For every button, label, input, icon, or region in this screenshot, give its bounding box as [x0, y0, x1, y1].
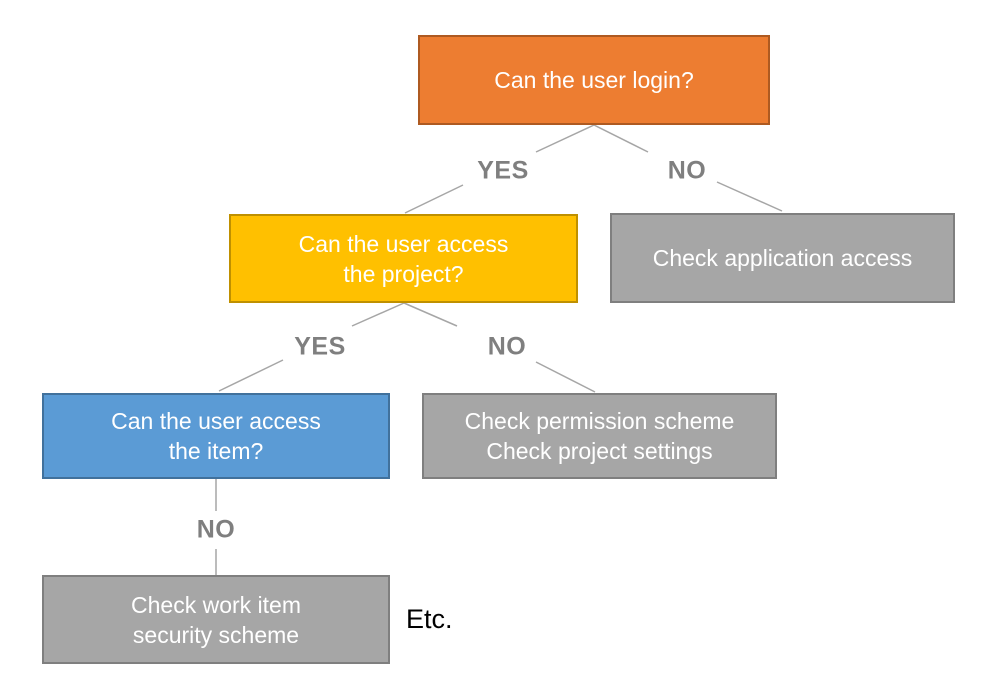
node-can-user-access-project-label: Can the user access the project? [298, 230, 509, 287]
connector-line-login-yes-upper [535, 124, 595, 153]
node-check-permission-scheme: Check permission scheme Check project se… [422, 393, 777, 479]
connector-line-project-no-lower [535, 361, 596, 393]
connector-line-project-yes-upper [351, 302, 405, 327]
connector-line-login-no-upper [593, 124, 649, 153]
node-check-application-access: Check application access [610, 213, 955, 303]
branch-label-login-yes: YES [477, 156, 529, 185]
node-check-work-item-security: Check work item security scheme [42, 575, 390, 664]
branch-label-item-no: NO [196, 515, 236, 544]
connector-line-project-no-upper [403, 302, 458, 327]
node-can-user-login-label: Can the user login? [494, 67, 694, 93]
node-check-permission-scheme-label: Check permission scheme Check project se… [464, 408, 735, 464]
connector-line-login-no-lower [716, 181, 783, 212]
etc-label: Etc. [406, 604, 453, 634]
node-check-application-access-label: Check application access [652, 245, 913, 271]
branch-label-project-no: NO [487, 332, 527, 361]
node-can-user-login: Can the user login? [418, 35, 770, 125]
node-check-work-item-security-label: Check work item security scheme [131, 591, 301, 648]
connector-line-project-yes-lower [218, 359, 284, 392]
node-can-user-access-item: Can the user access the item? [42, 393, 390, 479]
node-can-user-access-item-label: Can the user access the item? [111, 408, 321, 464]
node-can-user-access-project: Can the user access the project? [229, 214, 578, 303]
branch-label-project-yes: YES [294, 332, 346, 361]
branch-label-login-no: NO [667, 156, 707, 185]
connector-line-login-yes-lower [404, 184, 464, 214]
